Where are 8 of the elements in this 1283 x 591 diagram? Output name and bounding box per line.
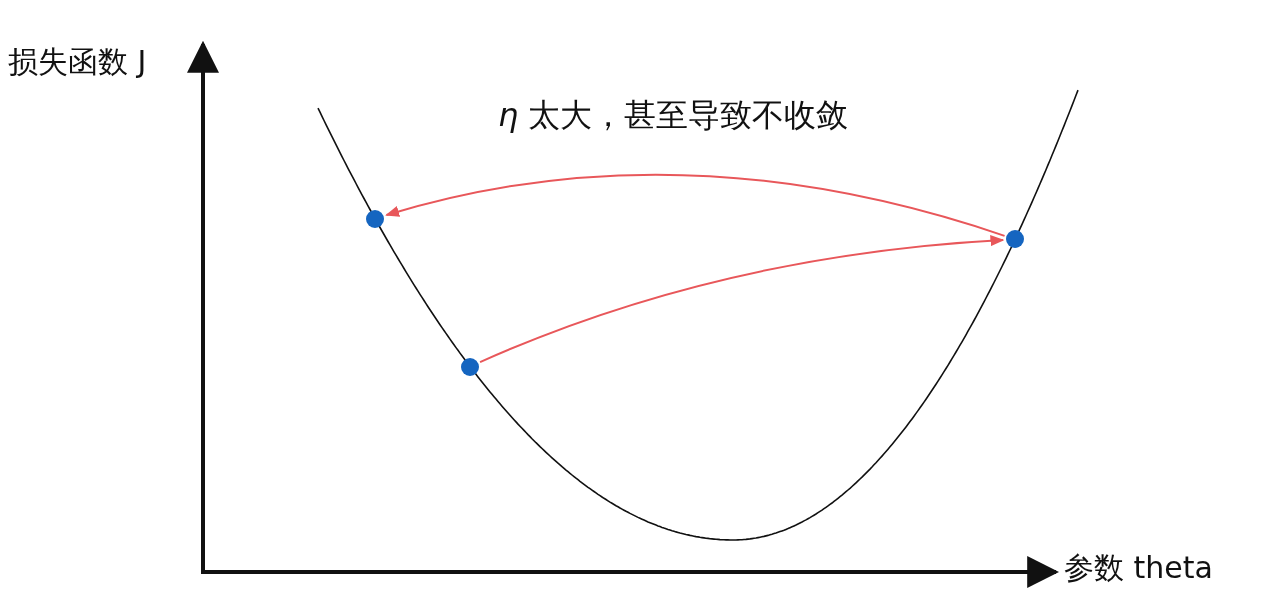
point-dot (461, 357, 479, 376)
axis-title: 参数 theta (1064, 549, 1213, 587)
axis-title: 损失函数 J (8, 43, 147, 81)
point-dot (366, 209, 384, 228)
arrow (385, 173, 1006, 237)
arrow (479, 235, 1005, 364)
point-dot (1006, 230, 1024, 249)
annotation-text: η 太大，甚至导致不收敛 (498, 95, 849, 136)
